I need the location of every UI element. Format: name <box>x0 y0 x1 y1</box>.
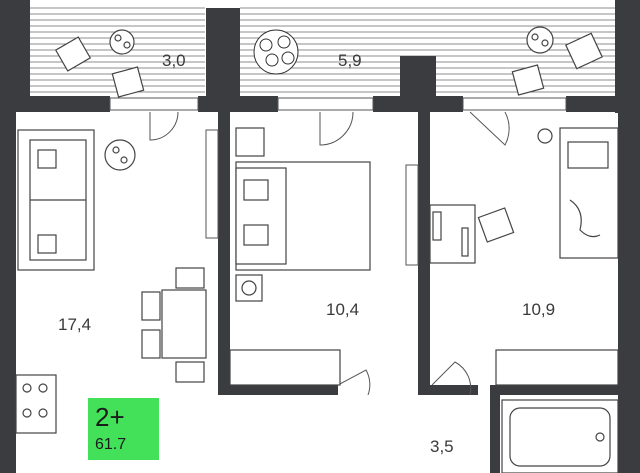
balcony-furniture-right <box>511 26 603 96</box>
badge-total-area: 61.7 <box>95 436 127 453</box>
room-area-balcony-left: 3,0 <box>162 51 186 70</box>
dining-set <box>141 267 207 383</box>
room-area-balcony-middle: 5,9 <box>338 51 362 70</box>
double-bed <box>235 161 371 271</box>
wardrobe-right <box>495 349 619 386</box>
badge-room-count: 2+ <box>95 402 125 432</box>
plant-icon <box>253 29 299 75</box>
room-area-bedroom-right: 10,9 <box>522 300 555 319</box>
apartment-badge: 2+ 61.7 <box>88 398 159 460</box>
doors <box>149 111 510 396</box>
windows <box>109 97 567 266</box>
room-area-hallway: 3,5 <box>430 437 454 456</box>
coffee-table <box>104 139 136 171</box>
single-bed <box>559 127 619 259</box>
room-area-bedroom-middle: 10,4 <box>326 300 359 319</box>
nightstand <box>235 127 265 302</box>
room-area-living-kitchen: 17,4 <box>58 315 91 334</box>
sofa <box>17 129 95 271</box>
bathtub <box>501 399 619 473</box>
desk <box>429 128 553 264</box>
wardrobe-middle <box>229 349 341 386</box>
balcony-furniture-left <box>54 29 145 98</box>
kitchen-stove <box>15 374 57 434</box>
